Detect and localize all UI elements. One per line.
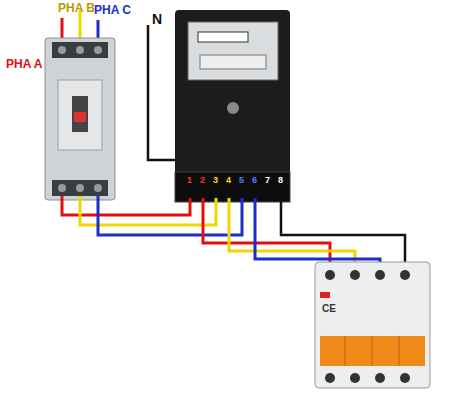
phase-label: PHA A: [6, 58, 42, 70]
phase-label: PHA C: [94, 4, 131, 16]
terminal-number: 8: [278, 176, 283, 185]
terminal-number: 2: [200, 176, 205, 185]
terminal-number: 3: [213, 176, 218, 185]
terminal-number: 1: [187, 176, 192, 185]
mark-text: CE: [322, 304, 336, 314]
terminal-number: 5: [239, 176, 244, 185]
terminal-number: 4: [226, 176, 231, 185]
mccb-breaker: [45, 38, 115, 200]
terminal-number: 7: [265, 176, 270, 185]
neutral-label: N: [152, 12, 162, 26]
terminal-number: 6: [252, 176, 257, 185]
phase-label: PHA B: [58, 2, 95, 14]
energy-meter: [175, 10, 290, 202]
mcb-breaker: [315, 262, 430, 388]
